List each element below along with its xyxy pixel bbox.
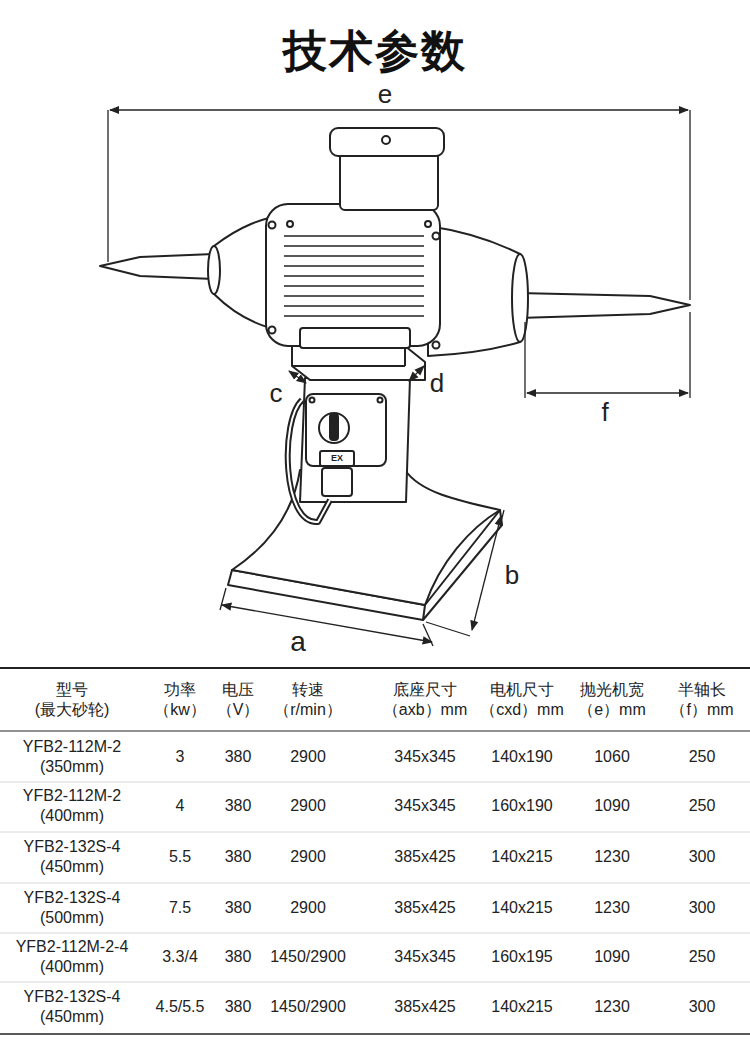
- table-cell: 300: [689, 898, 716, 918]
- cooling-fin: [284, 235, 424, 237]
- table-cell: 1060: [594, 747, 630, 767]
- table-cell: 380: [225, 747, 252, 767]
- table-cell: 2900: [290, 747, 326, 767]
- dimension-lines: [108, 110, 690, 646]
- cooling-fin: [284, 265, 424, 267]
- switch-box: [306, 394, 386, 466]
- table-header: 底座尺寸 （axb）mm: [379, 680, 471, 720]
- table-rules: [0, 668, 750, 1034]
- table-cell: 385x425: [394, 997, 455, 1017]
- table-cell: 380: [225, 898, 252, 918]
- cooling-fin: [284, 295, 424, 297]
- table-cell: 140x215: [491, 997, 552, 1017]
- table-cell: 250: [689, 947, 716, 967]
- model-cell: YFB2-112M-2 (400mm): [5, 786, 140, 826]
- right-bell: [428, 226, 520, 356]
- table-cell: 7.5: [169, 898, 191, 918]
- model-cell: YFB2-132S-4 (500mm): [5, 888, 140, 928]
- table-cell: 380: [225, 796, 252, 816]
- table-cell: 250: [689, 747, 716, 767]
- table-cell: 3: [176, 747, 185, 767]
- cooling-fin: [284, 285, 424, 287]
- table-cell: 380: [225, 947, 252, 967]
- table-cell: 4: [176, 796, 185, 816]
- table-header: 功率 （kw）: [153, 680, 208, 720]
- motor-body: [266, 204, 440, 346]
- ex-plate: [320, 451, 354, 466]
- cooling-fin: [284, 315, 424, 317]
- table-header: 电机尺寸 （cxd）mm: [476, 680, 568, 720]
- table-cell: 1090: [594, 796, 630, 816]
- dimension-letter: d: [430, 367, 444, 400]
- table-cell: 1090: [594, 947, 630, 967]
- table-cell: 2900: [290, 847, 326, 867]
- dimension-letter: a: [290, 624, 306, 659]
- cooling-fin: [284, 305, 424, 307]
- table-header: 半轴长 （f）mm: [669, 680, 735, 720]
- model-cell: YFB2-132S-4 (450mm): [5, 837, 140, 877]
- table-header: 电压 （V）: [216, 680, 261, 720]
- cooling-fin: [284, 245, 424, 247]
- left-spindle: [100, 254, 214, 279]
- model-cell: YFB2-132S-4 (450mm): [5, 987, 140, 1027]
- pedestal-column: [300, 378, 410, 502]
- right-spindle: [518, 293, 690, 318]
- dimension-letter: b: [505, 559, 519, 592]
- ex-mark: EX: [331, 453, 343, 464]
- switch-knob: [319, 413, 349, 443]
- table-cell: 2900: [290, 898, 326, 918]
- table-header: 抛光机宽 （e）mm: [576, 680, 648, 720]
- terminal-box: [340, 152, 438, 210]
- table-cell: 345x345: [394, 947, 455, 967]
- table-cell: 380: [225, 847, 252, 867]
- table-cell: 1230: [594, 847, 630, 867]
- dimension-letter: e: [378, 78, 392, 111]
- table-cell: 140x190: [491, 747, 552, 767]
- cooling-fin: [284, 255, 424, 257]
- table-cell: 4.5/5.5: [156, 997, 205, 1017]
- table-cell: 140x215: [491, 847, 552, 867]
- table-cell: 250: [689, 796, 716, 816]
- table-cell: 1230: [594, 898, 630, 918]
- table-cell: 380: [225, 997, 252, 1017]
- table-cell: 345x345: [394, 747, 455, 767]
- table-cell: 1230: [594, 997, 630, 1017]
- table-cell: 385x425: [394, 847, 455, 867]
- dimension-letter: c: [270, 377, 283, 410]
- table-cell: 300: [689, 847, 716, 867]
- table-cell: 345x345: [394, 796, 455, 816]
- mount-plate: [292, 346, 425, 380]
- table-cell: 5.5: [169, 847, 191, 867]
- cooling-fin: [284, 275, 424, 277]
- cable-gland: [322, 468, 352, 496]
- page-title: 技术参数: [283, 23, 467, 78]
- table-cell: 160x190: [491, 796, 552, 816]
- table-header: 型号 (最大砂轮): [27, 680, 117, 720]
- table-cell: 160x195: [491, 947, 552, 967]
- table-cell: 300: [689, 997, 716, 1017]
- table-header: 转速 （r/min）: [266, 680, 351, 720]
- terminal-cap: [330, 128, 444, 156]
- table-cell: 1450/2900: [270, 997, 346, 1017]
- model-cell: YFB2-112M-2-4 (400mm): [5, 937, 140, 977]
- table-cell: 140x215: [491, 898, 552, 918]
- model-cell: YFB2-112M-2 (350mm): [5, 737, 140, 777]
- table-cell: 2900: [290, 796, 326, 816]
- table-cell: 3.3/4: [162, 947, 198, 967]
- table-cell: 385x425: [394, 898, 455, 918]
- motor-foot: [300, 328, 410, 348]
- dimension-letter: f: [601, 396, 608, 429]
- table-cell: 1450/2900: [270, 947, 346, 967]
